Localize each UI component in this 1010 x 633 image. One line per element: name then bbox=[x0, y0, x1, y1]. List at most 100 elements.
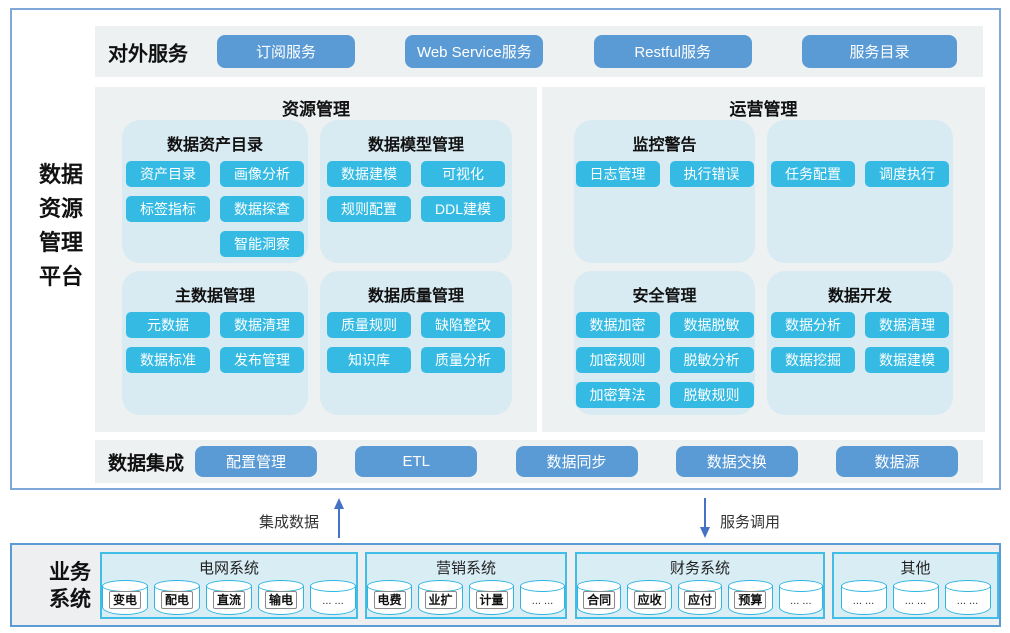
business-systems-label-line: 系统 bbox=[49, 588, 91, 611]
task-scheduling-box: 任务配置 调度执行 bbox=[767, 120, 953, 263]
module-label: 应收 bbox=[633, 591, 666, 609]
module-button[interactable]: 规则配置 bbox=[327, 196, 411, 222]
finance-system-panel: 财务系统 合同 应收 应付 预算 ... ... bbox=[575, 552, 825, 619]
data-model-management-box: 数据模型管理 数据建模 可视化 规则配置 DDL建模 bbox=[320, 120, 512, 263]
data-model-management-buttons: 数据建模 可视化 规则配置 DDL建模 bbox=[320, 161, 512, 222]
database-cylinder: ... ... bbox=[310, 580, 356, 615]
module-button[interactable]: 数据标准 bbox=[126, 347, 210, 373]
task-scheduling-buttons: 任务配置 调度执行 bbox=[767, 161, 953, 187]
module-button[interactable]: DDL建模 bbox=[421, 196, 505, 222]
finance-system-modules: 合同 应收 应付 预算 ... ... bbox=[576, 580, 824, 615]
business-systems-label: 业务 系统 bbox=[34, 559, 106, 613]
module-button[interactable]: 数据探查 bbox=[220, 196, 304, 222]
database-cylinder: 应付 bbox=[677, 580, 723, 615]
module-button[interactable]: 缺陷整改 bbox=[421, 312, 505, 338]
integrate-data-label: 集成数据 bbox=[259, 514, 320, 531]
database-cylinder: 业扩 bbox=[418, 580, 463, 615]
database-cylinder: ... ... bbox=[944, 580, 991, 615]
module-button[interactable]: 日志管理 bbox=[575, 161, 660, 187]
data-integration-band: 数据集成 配置管理 ETL 数据同步 数据交换 数据源 bbox=[95, 440, 983, 483]
module-button[interactable]: 数据脱敏 bbox=[669, 312, 754, 338]
module-button[interactable]: 数据建模 bbox=[327, 161, 411, 187]
security-management-title: 安全管理 bbox=[632, 288, 697, 305]
database-cylinder: 电费 bbox=[367, 580, 412, 615]
monitoring-alert-title: 监控警告 bbox=[632, 137, 697, 154]
data-model-management-title: 数据模型管理 bbox=[367, 137, 464, 154]
database-cylinder: ... ... bbox=[520, 580, 565, 615]
module-label: ... ... bbox=[956, 595, 979, 607]
monitoring-alert-buttons: 日志管理 执行错误 bbox=[574, 161, 755, 187]
database-cylinder: 应收 bbox=[627, 580, 672, 615]
module-button[interactable]: 加密规则 bbox=[575, 347, 660, 373]
data-source-button[interactable]: 数据源 bbox=[836, 446, 958, 477]
master-data-management-buttons: 元数据 数据清理 数据标准 发布管理 bbox=[122, 312, 308, 373]
module-button[interactable]: 数据挖掘 bbox=[771, 347, 855, 373]
database-cylinder: 预算 bbox=[728, 580, 773, 615]
module-button[interactable]: 标签指标 bbox=[126, 196, 210, 222]
module-label: ... ... bbox=[904, 595, 927, 607]
etl-button[interactable]: ETL bbox=[355, 446, 478, 477]
operations-management-title: 运营管理 bbox=[729, 100, 798, 119]
module-button[interactable]: 数据清理 bbox=[865, 312, 949, 338]
database-cylinder: 直流 bbox=[206, 580, 252, 615]
platform-title-line: 资源 bbox=[38, 196, 83, 221]
module-button[interactable]: 脱敏规则 bbox=[669, 382, 754, 408]
module-button[interactable]: 资产目录 bbox=[126, 161, 210, 187]
marketing-system-title: 营销系统 bbox=[435, 560, 496, 577]
module-button[interactable]: 知识库 bbox=[327, 347, 411, 373]
data-development-buttons: 数据分析 数据清理 数据挖掘 数据建模 bbox=[767, 312, 953, 373]
module-button[interactable]: 智能洞察 bbox=[220, 231, 304, 257]
module-label: ... ... bbox=[852, 595, 875, 607]
module-button[interactable]: 数据清理 bbox=[220, 312, 304, 338]
platform-title-line: 数据 bbox=[38, 162, 83, 187]
database-cylinder: ... ... bbox=[892, 580, 939, 615]
data-exchange-button[interactable]: 数据交换 bbox=[675, 446, 798, 477]
restful-service-button[interactable]: Restful服务 bbox=[593, 35, 752, 68]
module-label: 合同 bbox=[583, 591, 616, 609]
power-grid-system-panel: 电网系统 变电 配电 直流 输电 ... ... bbox=[100, 552, 358, 619]
marketing-system-panel: 营销系统 电费 业扩 计量 ... ... bbox=[365, 552, 567, 619]
module-button[interactable]: 数据分析 bbox=[771, 312, 855, 338]
data-asset-catalog-buttons: 资产目录 画像分析 标签指标 数据探查 智能洞察 bbox=[122, 161, 308, 257]
module-button[interactable]: 画像分析 bbox=[220, 161, 304, 187]
data-sync-button[interactable]: 数据同步 bbox=[515, 446, 638, 477]
module-button[interactable]: 加密算法 bbox=[575, 382, 660, 408]
module-label: 输电 bbox=[264, 591, 298, 609]
module-button[interactable]: 质量分析 bbox=[421, 347, 505, 373]
power-grid-system-title: 电网系统 bbox=[198, 560, 259, 577]
service-call-label: 服务调用 bbox=[720, 514, 781, 531]
config-management-button[interactable]: 配置管理 bbox=[195, 446, 317, 477]
module-button[interactable]: 元数据 bbox=[126, 312, 210, 338]
module-label: 直流 bbox=[212, 591, 246, 609]
module-button[interactable]: 调度执行 bbox=[865, 161, 949, 187]
module-button[interactable]: 可视化 bbox=[421, 161, 505, 187]
module-button[interactable]: 发布管理 bbox=[220, 347, 304, 373]
module-label: ... ... bbox=[322, 595, 344, 607]
module-button[interactable]: 数据加密 bbox=[575, 312, 660, 338]
external-services-buttons: 订阅服务 Web Service服务 Restful服务 服务目录 bbox=[217, 35, 957, 68]
operations-management-panel: 运营管理 监控警告 日志管理 执行错误 任务配置 调度执行 安全管理 数据加密 bbox=[542, 87, 985, 432]
security-management-buttons: 数据加密 数据脱敏 加密规则 脱敏分析 加密算法 脱敏规则 bbox=[574, 312, 755, 408]
database-cylinder: 变电 bbox=[102, 580, 148, 615]
finance-system-title: 财务系统 bbox=[669, 560, 730, 577]
data-quality-management-title: 数据质量管理 bbox=[367, 288, 464, 305]
data-asset-catalog-title: 数据资产目录 bbox=[166, 137, 263, 154]
external-services-label: 对外服务 bbox=[108, 43, 188, 65]
module-button[interactable]: 任务配置 bbox=[771, 161, 855, 187]
module-button[interactable]: 脱敏分析 bbox=[669, 347, 754, 373]
module-button[interactable]: 执行错误 bbox=[669, 161, 754, 187]
subscription-service-button[interactable]: 订阅服务 bbox=[217, 35, 355, 68]
web-service-button[interactable]: Web Service服务 bbox=[405, 35, 544, 68]
database-cylinder: ... ... bbox=[840, 580, 887, 615]
module-button[interactable]: 质量规则 bbox=[327, 312, 411, 338]
external-services-band: 对外服务 订阅服务 Web Service服务 Restful服务 服务目录 bbox=[95, 26, 983, 77]
database-cylinder: 合同 bbox=[576, 580, 622, 615]
platform-title: 数据 资源 管理 平台 bbox=[30, 158, 92, 294]
database-cylinder: 计量 bbox=[469, 580, 514, 615]
up-arrow-icon bbox=[334, 498, 344, 538]
monitoring-alert-box: 监控警告 日志管理 执行错误 bbox=[574, 120, 755, 263]
module-button[interactable]: 数据建模 bbox=[865, 347, 949, 373]
data-integration-buttons: 配置管理 ETL 数据同步 数据交换 数据源 bbox=[195, 446, 958, 477]
service-catalog-button[interactable]: 服务目录 bbox=[801, 35, 957, 68]
